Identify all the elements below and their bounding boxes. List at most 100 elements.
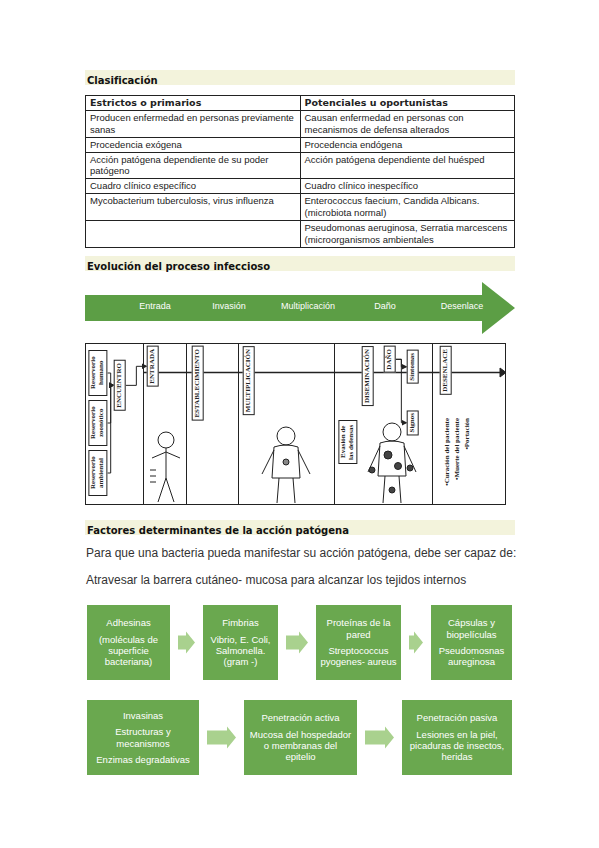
section-heading: Clasificación: [85, 75, 158, 86]
factor-detail: Enzimas degradativas: [91, 754, 195, 765]
flow-connector: [396, 359, 407, 422]
table-cell: Procedencia exógena: [86, 137, 301, 152]
factor-box: Cápsulas y biopelículasPseudomosnas aure…: [431, 605, 512, 680]
table-cell-text: Acción patógena dependiente del huésped: [305, 154, 485, 165]
table-cell: Potenciales u oportunistas: [300, 96, 515, 111]
chevron-arrow: [286, 632, 308, 654]
stage-divider: [238, 343, 239, 505]
table-cell: Cuadro clínico inespecífico: [300, 179, 515, 194]
factor-detail: Estructuras y mecanismos: [91, 726, 195, 749]
stage-box: Signos: [407, 410, 419, 435]
table-cell-text: Procedencia exógena: [90, 139, 182, 150]
stage-text: Reservorio ambiental: [89, 457, 105, 490]
stage-arrow-band: EntradaInvasiónMultiplicaciónDañoDesenla…: [85, 282, 515, 334]
stage-label: Desenlace: [441, 301, 484, 311]
chevron-arrow: [207, 727, 236, 749]
factor-title: Adhesinas: [91, 617, 166, 628]
stage-text: DISEMINACIÓN: [363, 349, 371, 403]
section-heading-bar: Evolución del proceso infeccioso: [85, 256, 515, 271]
timeline-head: [500, 368, 506, 377]
stage-text: Evasión de las defensas: [339, 424, 355, 459]
table-cell: Mycobacterium tuberculosis, virus influe…: [86, 194, 301, 221]
paragraph-text: Atravesar la barrera cutáneo- mucosa par…: [86, 573, 466, 587]
section-heading-bar: Clasificación: [85, 70, 515, 85]
chevron-arrow: [178, 632, 195, 654]
table-header: Estrictos o primarios: [90, 97, 201, 108]
stage-box: Evasión de las defensas: [338, 420, 357, 464]
stage-box: Síntomas: [407, 350, 419, 384]
factor-box: Penetración activaMucosa del hospedador …: [244, 700, 357, 775]
stage-label: Daño: [374, 301, 396, 311]
factor-box: Penetración pasivaLesiones en la piel, p…: [402, 700, 512, 775]
factor-box: InvasinasEstructuras y mecanismosEnzimas…: [87, 700, 199, 775]
stage-label: Multiplicación: [281, 301, 335, 311]
stage-text: MULTIPLICACIÓN: [244, 349, 252, 412]
outcome-label: •Portación: [463, 418, 471, 450]
factor-box: FimbriasVibrio, E. Coli, Salmonella. (gr…: [203, 605, 278, 680]
table-cell: Producen enfermedad en personas previame…: [86, 110, 301, 137]
factor-detail: Streptococcus pyogenes- aureus: [320, 645, 397, 668]
table-cell: Causan enfermedad en personas con mecani…: [300, 110, 515, 137]
table-cell: Procedencia endógena: [300, 137, 515, 152]
flow-connector: [126, 366, 147, 385]
table-cell-text: Mycobacterium tuberculosis, virus influe…: [90, 195, 274, 206]
stage-box: Reservorio humano: [88, 350, 107, 396]
factor-title: Fimbrias: [207, 617, 274, 628]
factor-box: Proteínas de la paredStreptococcus pyoge…: [316, 605, 401, 680]
stage-text: Síntomas: [408, 353, 416, 381]
stage-divider: [186, 343, 187, 505]
stage-box: Reservorio ambiental: [88, 450, 107, 496]
table-cell-text: Acción patógena dependiente de su poder …: [90, 154, 269, 177]
factor-detail: Lesiones en la piel, picaduras de insect…: [406, 729, 508, 763]
table-cell-text: Pseudomonas aeruginosa, Serratia marcesc…: [305, 222, 508, 245]
table-cell-text: Enterococcus faecium, Candida Albicans. …: [305, 195, 480, 218]
chevron-arrow: [365, 727, 394, 749]
classification-table: Estrictos o primarios Potenciales u oport…: [85, 95, 515, 248]
outcome-label: •Curación del paciente: [443, 418, 451, 486]
stage-box: ESTABLECIMIENTO: [192, 346, 204, 421]
table-cell: [86, 220, 301, 247]
table-cell: Acción patógena dependiente de su poder …: [86, 152, 301, 179]
stage-box: ENTRADA: [147, 346, 159, 387]
table-cell: Pseudomonas aeruginosa, Serratia marcesc…: [300, 220, 515, 247]
chevron-arrow: [409, 632, 423, 654]
table-cell-text: Procedencia endógena: [305, 139, 403, 150]
table-cell-text: Causan enfermedad en personas con mecani…: [305, 112, 464, 135]
table-cell-text: Cuadro clínico específico: [90, 180, 196, 191]
stage-text: ENCUENTRO: [115, 363, 123, 408]
stage-box: DAÑO: [384, 346, 396, 373]
stage-box: DESENLACE: [440, 346, 452, 395]
factor-detail: Vibrio, E. Coli, Salmonella. (gram -): [207, 634, 274, 668]
factor-detail: Mucosa del hospedador o membranas del ep…: [248, 729, 353, 763]
factor-title: Penetración pasiva: [406, 712, 508, 723]
stage-divider: [334, 343, 335, 505]
table-cell: Cuadro clínico específico: [86, 179, 301, 194]
stage-label: Entrada: [139, 301, 171, 311]
stage-box: Reservorio zoonótico: [88, 400, 107, 446]
stage-divider: [143, 343, 144, 505]
stage-box: MULTIPLICACIÓN: [243, 346, 255, 415]
factor-detail: Pseudomosnas aureginosa: [435, 645, 508, 668]
stage-divider: [432, 343, 433, 505]
factor-title: Proteínas de la pared: [320, 617, 397, 640]
stage-text: Signos: [408, 413, 416, 432]
stage-text: ENTRADA: [148, 349, 156, 384]
illustration-frame: [86, 344, 506, 505]
stage-box: DISEMINACIÓN: [362, 346, 374, 406]
factor-title: Invasinas: [91, 710, 195, 721]
factor-title: Cápsulas y biopelículas: [435, 617, 508, 640]
human-figure: [150, 432, 180, 502]
human-figure: [262, 427, 310, 503]
factor-box: Adhesinas(moléculas de superficie bacter…: [87, 605, 170, 680]
section-heading: Factores determinantes de la acción pató…: [85, 525, 349, 536]
table-cell: Enterococcus faecium, Candida Albicans. …: [300, 194, 515, 221]
paragraph-text: Para que una bacteria pueda manifestar s…: [86, 546, 516, 560]
section-heading: Evolución del proceso infeccioso: [85, 261, 270, 272]
section-heading-bar: Factores determinantes de la acción pató…: [85, 520, 515, 535]
table-header: Potenciales u oportunistas: [305, 97, 448, 108]
table-cell: Estrictos o primarios: [86, 96, 301, 111]
table-cell-text: Cuadro clínico inespecífico: [305, 180, 419, 191]
stage-text: Reservorio zoonótico: [89, 407, 105, 440]
stage-text: DESENLACE: [441, 349, 449, 392]
